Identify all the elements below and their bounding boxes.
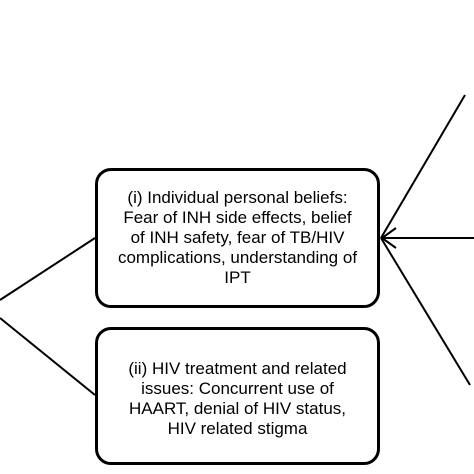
box-1-line: IPT	[224, 268, 251, 287]
box-hiv-treatment-text: (ii) HIV treatment and related issues: C…	[98, 353, 377, 439]
box-individual-beliefs: (i) Individual personal beliefs: Fear of…	[95, 168, 380, 308]
box-hiv-treatment: (ii) HIV treatment and related issues: C…	[95, 327, 380, 465]
box-2-line: HIV related stigma	[167, 419, 308, 438]
connector-right-upper	[380, 94, 466, 239]
box-1-line: of INH safety, fear of TB/HIV	[130, 228, 345, 247]
connector-right-lower	[380, 237, 471, 386]
connector-left-upper	[0, 237, 96, 301]
box-2-line: issues: Concurrent use of	[141, 379, 334, 398]
arrowhead-into-box-1	[380, 227, 397, 249]
box-1-line: complications, understanding of	[117, 248, 358, 267]
box-individual-beliefs-text: (i) Individual personal beliefs: Fear of…	[98, 188, 377, 288]
box-2-line: HAART, denial of HIV status,	[128, 399, 346, 418]
box-1-line: Fear of INH side effects, belief	[123, 208, 352, 227]
box-1-line: (i) Individual personal beliefs:	[127, 188, 348, 207]
connector-left-lower	[0, 317, 96, 396]
box-2-line: (ii) HIV treatment and related	[128, 359, 347, 378]
